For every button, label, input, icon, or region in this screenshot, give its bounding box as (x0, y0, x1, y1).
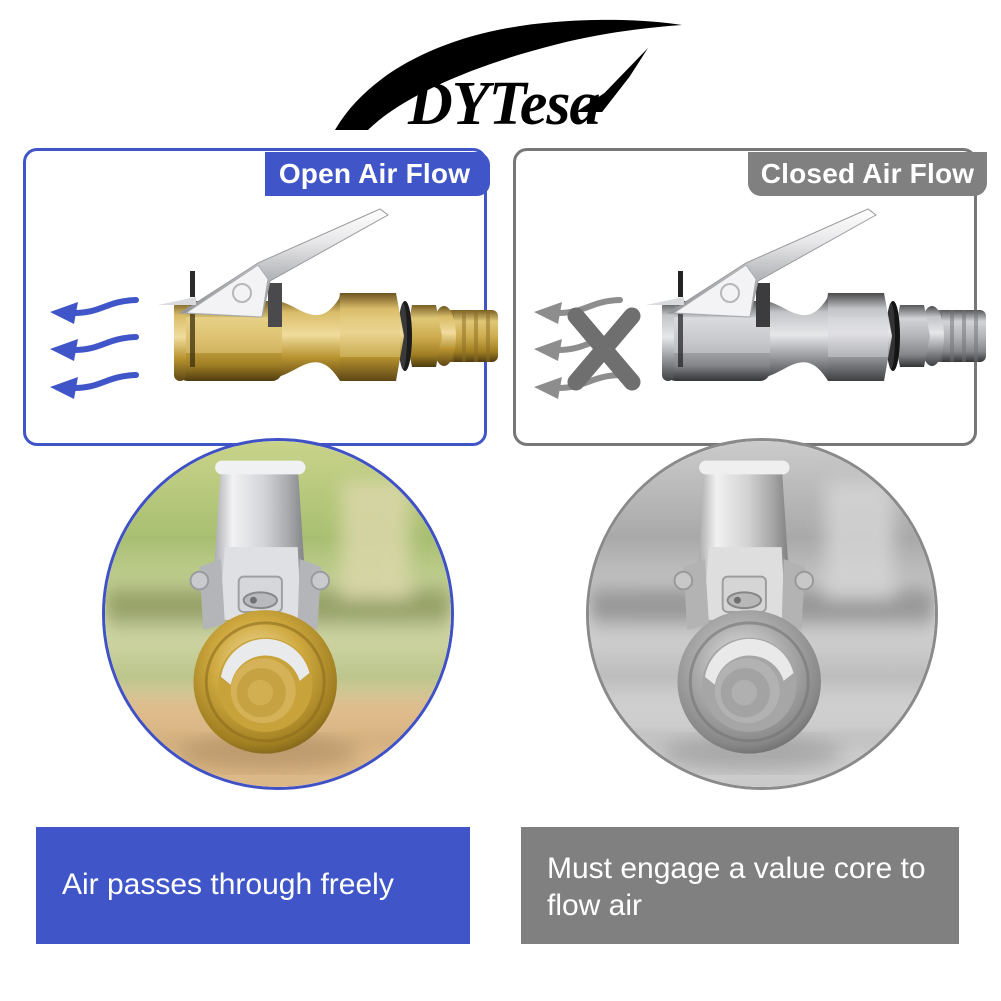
banner-left-label: Open Air Flow (278, 158, 471, 189)
x-cross-icon (567, 307, 641, 391)
brand-logo: DYTesa (330, 18, 690, 138)
brand-name: DYTesa (408, 70, 600, 138)
product-illustration-closed (646, 208, 986, 381)
caption-right-text: Must engage a value core to flow air (547, 852, 926, 922)
photo-closed-air-flow (586, 438, 938, 790)
banner-closed-air-flow: Closed Air Flow (748, 152, 987, 196)
product-illustration-open (158, 208, 498, 381)
air-flow-arrows-open (50, 297, 139, 399)
air-flow-arrows-closed (534, 297, 641, 399)
banner-right-label: Closed Air Flow (760, 158, 975, 189)
swoosh-arc-icon (335, 19, 682, 130)
air-chuck-front-view-color (105, 441, 451, 787)
caption-open-air-flow: Air passes through freely (36, 827, 470, 944)
air-chuck-front-view-grayscale (589, 441, 935, 787)
banner-open-air-flow: Open Air Flow (265, 152, 490, 196)
photo-open-air-flow (102, 438, 454, 790)
caption-closed-air-flow: Must engage a value core to flow air (521, 827, 959, 944)
caption-left-text: Air passes through freely (62, 868, 394, 902)
